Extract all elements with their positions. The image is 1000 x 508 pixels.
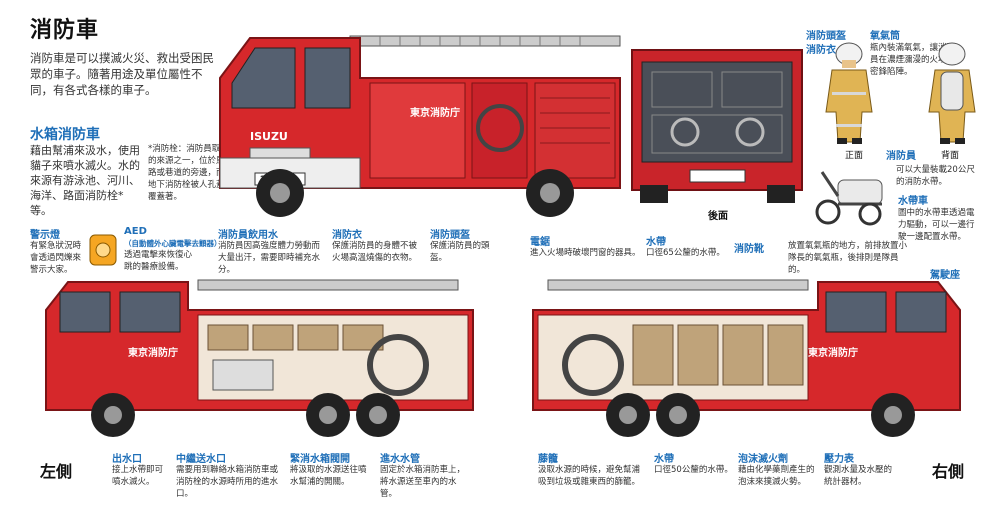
hose-50-desc: 口徑50公釐的水帶。 (654, 465, 733, 475)
truck-rear-view (631, 49, 803, 203)
foam-desc: 藉由化學藥劑產生的泡沫來撲滅火勢。 (738, 465, 815, 487)
rear-caption: 後面 (708, 211, 728, 222)
tank-valve-desc: 將汲取的水源送往噴水幫浦的開關。 (290, 465, 367, 487)
hose-cart-desc: 圖中的水帶車透過電力驅動，可以一邊行駛一邊配置水帶。 (898, 208, 975, 242)
label-driver-seat: 駕駛座 (930, 270, 960, 281)
right-side-truck (532, 279, 961, 437)
label-tank: 氧氣筒 (870, 31, 900, 42)
intro-text: 消防車是可以撲滅火災、救出受困民眾的車子。隨著用途及單位屬性不同，有各式各樣的車… (30, 51, 214, 97)
hose-cart-image (815, 171, 883, 226)
truck-plate: 21-91 (260, 175, 289, 185)
aed-icon (89, 234, 117, 266)
label-left-coat: 消防衣 (332, 230, 362, 241)
firefighter-back-figure (928, 42, 976, 144)
label-boots: 消防靴 (734, 244, 764, 255)
left-coat-desc: 保護消防員的身體不被火場高溫燒傷的衣物。 (332, 241, 418, 263)
aed-sub: （自動體外心臟電擊去顫器） (124, 239, 222, 248)
right-truck-dept: 東京消防庁 (808, 348, 858, 359)
label-tank-valve: 緊消水箱閥開 (290, 454, 350, 465)
aed-desc: 透過電擊來恢復心跳的醫療設備。 (124, 250, 193, 272)
pressure-gauge-desc: 觀測水量及水壓的統計器材。 (824, 465, 893, 487)
truck-brand: ISUZU (250, 130, 288, 143)
left-truck-dept: 東京消防庁 (128, 348, 178, 359)
label-pressure-gauge: 壓力表 (824, 454, 854, 465)
outlet-desc: 接上水帶即可噴水滅火。 (112, 465, 164, 487)
label-drinking-water: 消防員飲用水 (218, 230, 278, 241)
back-caption: 背面 (941, 151, 960, 161)
tank-desc: 瓶內裝滿氧氣，讓消防員在濃煙瀰漫的火場內密鋒陷陣。 (870, 43, 956, 77)
label-warning-light: 警示燈 (30, 230, 60, 241)
label-chainsaw: 電鋸 (530, 237, 550, 248)
left-side-caption: 左側 (40, 462, 73, 481)
label-relay-inlet: 中繼送水口 (176, 454, 226, 465)
label-coat: 消防衣 (806, 45, 836, 56)
main-fire-truck (219, 35, 621, 217)
page-title: 消防車 (30, 18, 100, 43)
label-helmet: 消防頭盔 (806, 31, 846, 42)
left-side-truck (45, 279, 474, 437)
left-helmet-desc: 保護消防員的頭盔。 (430, 241, 490, 263)
label-foam: 泡沫滅火劑 (738, 454, 788, 465)
chainsaw-desc: 進入火場時破壞門窗的器具。 (530, 248, 641, 258)
firefighter-front-figure (825, 42, 873, 144)
label-strainer: 藤籠 (538, 454, 558, 465)
label-aed: AED (124, 226, 147, 237)
right-side-caption: 右側 (932, 462, 965, 481)
relay-inlet-desc: 需要用到聯絡水箱消防車或消防栓的水源時所用的進水口。 (176, 465, 279, 499)
front-caption: 正面 (845, 151, 864, 161)
strainer-desc: 汲取水源的時候，避免幫浦吸到垃圾或雜東西的篩籠。 (538, 465, 641, 487)
label-outlet: 出水口 (112, 454, 142, 465)
label-hose-cart: 水帶車 (898, 196, 928, 207)
pumper-heading: 水箱消防車 (30, 127, 100, 143)
hose-65-desc: 口徑65公釐的水帶。 (646, 248, 725, 258)
label-hose-50: 水帶 (654, 454, 674, 465)
firefighter-desc: 可以大量裝載20公尺的消防水帶。 (896, 165, 975, 187)
warning-light-desc: 有緊急狀況時會透過閃爍來警示大家。 (30, 241, 82, 275)
oxygen-rack-desc: 放置氧氣瓶的地方，前排放置小隊長的氧氣瓶，後排則是隊員的。 (788, 241, 908, 275)
label-intake-hose: 進水水管 (380, 454, 420, 465)
hydrant-note: *消防栓：消防員取水的來源之一，位於馬路或巷道的旁邊，而地下消防栓被人孔蓋覆蓋著… (148, 144, 229, 202)
pumper-desc: 藉由幫浦來汲水，使用貓子來噴水滅火。水的來源有游泳池、河川、海洋、路面消防栓*等… (30, 144, 140, 217)
intake-hose-desc: 固定於水箱消防車上，將水源送至車內的水管。 (380, 465, 466, 499)
label-hose-65: 水帶 (646, 237, 666, 248)
label-firefighter: 消防員 (886, 151, 916, 162)
label-left-helmet: 消防頭盔 (430, 230, 470, 241)
drinking-water-desc: 消防員因高強度體力勞動而大量出汗，需要即時補充水分。 (218, 241, 321, 275)
truck-dept: 東京消防庁 (410, 108, 460, 119)
